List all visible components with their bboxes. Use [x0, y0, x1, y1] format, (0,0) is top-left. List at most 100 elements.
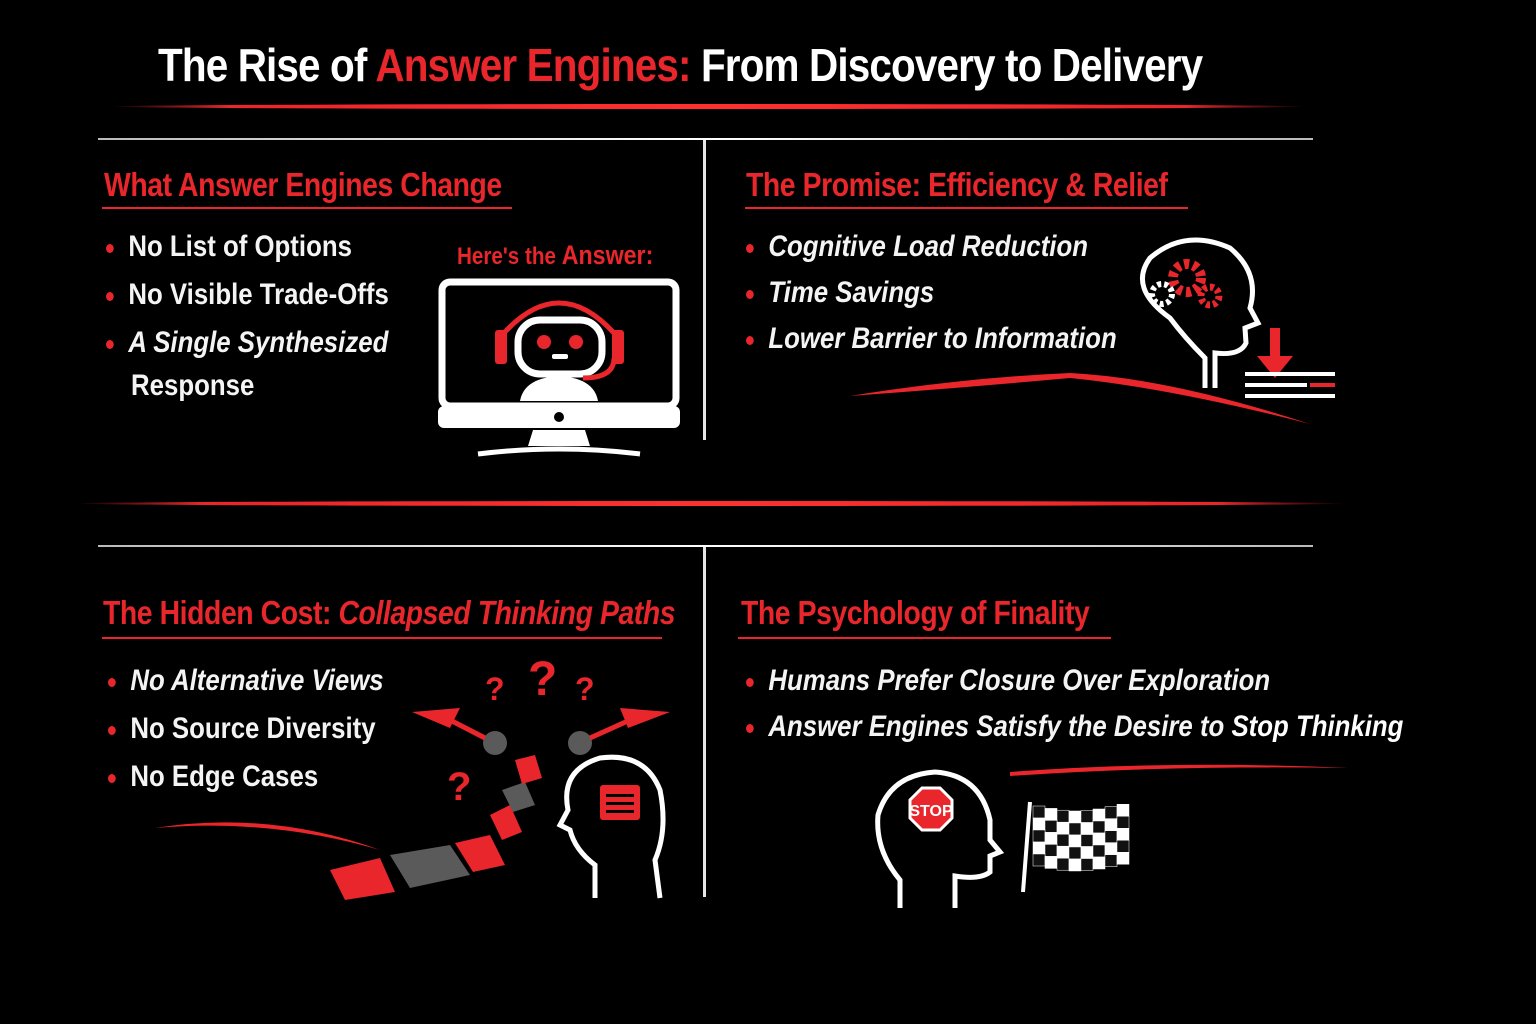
flag-square	[1056, 809, 1070, 823]
flag-square	[1044, 808, 1058, 821]
head-outline	[1139, 237, 1262, 388]
doc-line	[1245, 383, 1307, 387]
head-gears-icon	[850, 237, 1335, 424]
flag-square	[1068, 810, 1082, 824]
middle-divider	[75, 501, 1345, 506]
callout-emphasis: Answer:	[561, 240, 654, 270]
bullet-list: Cognitive Load Reduction Time Savings Lo…	[746, 230, 1177, 356]
flag-square	[1056, 857, 1070, 871]
flag-square	[1104, 830, 1118, 843]
doc-line	[606, 794, 634, 797]
bullet-emphasis: Stop Thinking	[1231, 710, 1404, 743]
flag-square	[1032, 853, 1046, 867]
download-arrow-head	[1257, 356, 1293, 378]
list-item-continuation: Response	[131, 369, 255, 402]
list-item: Time Savings	[746, 276, 1117, 310]
red-gear-large	[1168, 259, 1206, 297]
list-item: No Edge Cases	[108, 760, 384, 794]
flag-square	[1092, 820, 1106, 834]
path-tile	[455, 835, 505, 872]
bullet-list: No Alternative Views No Source Diversity…	[108, 664, 429, 794]
doc-line	[606, 802, 634, 805]
path-tile	[390, 845, 470, 888]
monitor-robot-icon	[438, 278, 680, 457]
flag-square	[1044, 856, 1058, 869]
red-swoosh	[850, 373, 1310, 424]
fork-node-right	[568, 731, 592, 755]
head-outline	[556, 754, 666, 899]
headset-left-ear	[495, 330, 507, 364]
headset-band	[502, 300, 616, 335]
flag-square	[1032, 829, 1046, 843]
stop-flag-icon: STOP	[875, 764, 1348, 908]
path-tile	[330, 858, 395, 900]
list-item: No Source Diversity	[108, 712, 384, 746]
flag-square	[1116, 803, 1130, 817]
flag-square	[1080, 834, 1094, 847]
flag-square	[1104, 818, 1118, 831]
page-title: The Rise of Answer Engines: From Discove…	[158, 38, 1203, 92]
robot-head	[514, 316, 606, 378]
flag-square	[1092, 856, 1106, 870]
path-tile	[490, 805, 522, 840]
robot-right-eye	[569, 335, 583, 349]
robot-mouth	[552, 354, 568, 359]
section-heading: The Hidden Cost: Collapsed Thinking Path…	[103, 594, 676, 632]
flag-square	[1044, 832, 1058, 845]
list-item: Lower Barrier to Information	[746, 322, 1117, 356]
fork-arrowhead-left	[412, 708, 460, 728]
bullet-list: No List of Options No Visible Trade-Offs…	[106, 230, 435, 360]
question-mark: ?	[447, 765, 471, 809]
collapsed-path-icon: ? ? ? ?	[155, 653, 670, 900]
white-gear	[1149, 281, 1175, 307]
flag-square	[1068, 822, 1082, 836]
monitor-stand	[528, 430, 590, 446]
flag-square	[1056, 833, 1070, 847]
doc-line-accent	[1310, 383, 1335, 387]
bullet-list: Humans Prefer Closure Over Exploration A…	[746, 664, 1510, 744]
heading-underline	[745, 207, 1188, 209]
red-gear-small	[1197, 283, 1223, 309]
flag-square	[1104, 806, 1118, 819]
fork-arrowhead-right	[620, 708, 670, 728]
heading-underline	[102, 637, 662, 639]
headset-right-ear	[612, 330, 624, 364]
flag-pole	[1021, 801, 1032, 893]
headset-mic	[582, 357, 617, 381]
flag-square	[1116, 839, 1130, 853]
list-item: A Single Synthesized	[106, 326, 389, 360]
list-item: No List of Options	[106, 230, 389, 264]
flag-square	[1044, 820, 1058, 833]
flag-square	[1068, 858, 1082, 872]
checkered-flag-icon	[1032, 803, 1130, 872]
flag-square	[1104, 842, 1118, 855]
flag-square	[1044, 844, 1058, 857]
flag-square	[1116, 851, 1130, 865]
top-grid-line	[98, 138, 1313, 140]
flag-square	[1116, 827, 1130, 841]
flag-square	[1092, 844, 1106, 858]
fork-node-left	[483, 731, 507, 755]
fork-arrow-left	[448, 717, 487, 741]
top-vertical-divider	[703, 140, 706, 440]
robot-body	[520, 376, 598, 401]
list-item: Answer Engines Satisfy the Desire to Sto…	[746, 710, 1403, 744]
question-mark: ?	[528, 653, 557, 706]
bottom-vertical-divider	[703, 547, 706, 897]
flag-square	[1032, 805, 1046, 819]
robot-left-eye	[537, 335, 551, 349]
list-item: Cognitive Load Reduction	[746, 230, 1117, 264]
title-suffix: From Discovery to Delivery	[690, 39, 1203, 91]
doc-line	[1245, 394, 1335, 398]
title-divider	[110, 104, 1305, 109]
callout-prefix: Here's the	[457, 243, 562, 270]
section-heading: The Psychology of Finality	[741, 594, 1090, 631]
stop-sign-icon	[908, 786, 954, 832]
bullet-text: Answer Engines Satisfy the Desire to	[768, 710, 1232, 743]
flag-square	[1068, 846, 1082, 860]
flag-square	[1032, 841, 1046, 855]
section-heading: The Promise: Efficiency & Relief	[746, 166, 1168, 203]
list-item: No Visible Trade-Offs	[106, 278, 389, 312]
bottom-grid-line	[98, 545, 1313, 547]
red-swoosh	[1010, 764, 1348, 776]
